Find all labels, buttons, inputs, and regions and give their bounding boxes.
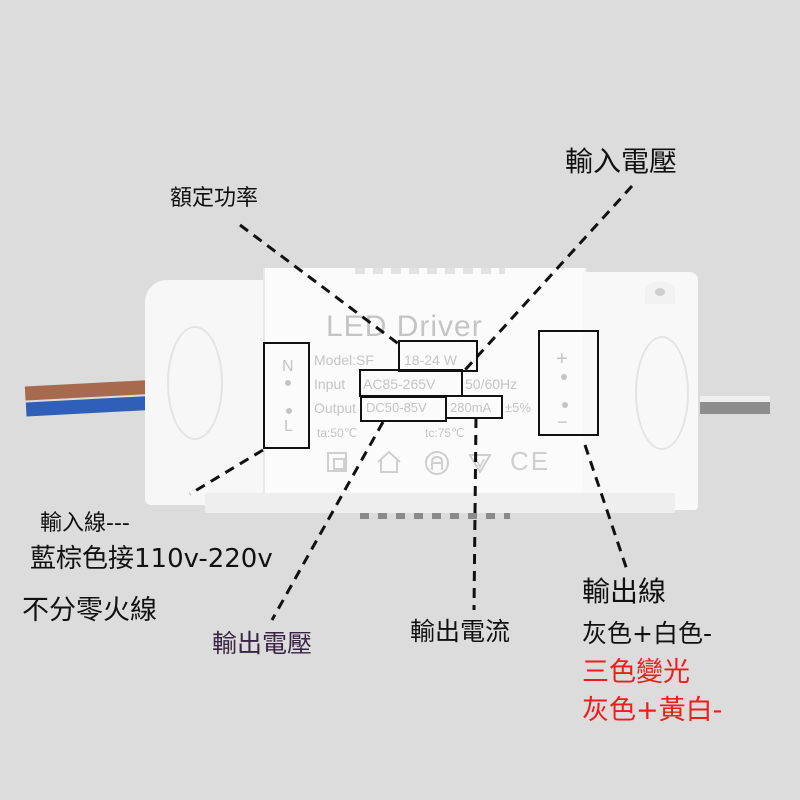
- fw-mark-icon: [468, 454, 492, 474]
- output-wire-gray: [700, 402, 770, 414]
- input-line-desc-2: 不分零火線: [22, 595, 157, 626]
- output-wire-white: [700, 396, 770, 402]
- terminal-plus: +: [556, 348, 568, 370]
- input-value: AC85-265V: [363, 376, 436, 392]
- output-tolerance: ±5%: [505, 400, 531, 415]
- output-voltage-annotation: 輸出電壓: [212, 629, 313, 658]
- ta-rating: ta:50℃: [317, 426, 358, 440]
- terminal-n-dot: [285, 380, 291, 386]
- output-current-leader: [472, 417, 478, 611]
- top-vents: [355, 268, 505, 274]
- output-voltage-leader: [270, 421, 385, 621]
- model-value: 18-24 W: [404, 352, 457, 368]
- input-voltage-annotation: 輸入電壓: [565, 145, 678, 178]
- product-name: LED Driver: [326, 310, 483, 343]
- f-mark-icon: [425, 451, 449, 475]
- output-line-desc-2: 三色變光: [582, 657, 690, 688]
- mounting-hole: [655, 288, 665, 296]
- rated-power-leader: [239, 223, 401, 347]
- input-line-leader: [189, 448, 264, 496]
- highlight-output-current: [445, 395, 503, 419]
- output-line-desc-1: 灰色+白色-: [582, 619, 712, 648]
- output-voltage-value: DC50-85V: [366, 400, 427, 415]
- input-prefix: Input: [314, 376, 346, 392]
- terminal-l-dot: [286, 408, 292, 414]
- input-voltage-leader: [463, 184, 634, 372]
- model-prefix: Model:SF: [314, 352, 374, 368]
- terminal-plus-dot: [561, 374, 567, 380]
- terminal-minus: −: [557, 412, 568, 432]
- terminal-l: L: [284, 418, 293, 435]
- input-line-annotation: 輸入線---: [40, 511, 130, 536]
- output-prefix: Output: [314, 400, 357, 416]
- indoor-use-icon: [377, 450, 401, 473]
- ce-mark: CE: [510, 446, 551, 476]
- input-frequency: 50/60Hz: [465, 376, 518, 392]
- output-current-value: 280mA: [450, 400, 492, 415]
- left-screw-oval: [167, 326, 223, 440]
- terminal-minus-dot: [562, 402, 568, 408]
- center-panel: [263, 268, 587, 513]
- output-line-desc-3: 灰色+黃白-: [582, 695, 723, 726]
- double-insulation-icon: [327, 452, 347, 472]
- output-line-leader: [583, 444, 629, 571]
- terminal-n: N: [282, 358, 294, 375]
- led-driver-body: [145, 268, 700, 519]
- input-line-desc-1: 藍棕色接110v-220v: [30, 544, 273, 574]
- highlight-input-terminals: [263, 342, 310, 449]
- output-line-annotation: 輸出線: [582, 575, 667, 608]
- bottom-base: [205, 493, 675, 513]
- right-screw-oval: [635, 336, 689, 450]
- rated-power-annotation: 額定功率: [170, 186, 259, 211]
- output-current-annotation: 輸出電流: [410, 617, 511, 646]
- tc-rating: tc:75℃: [425, 426, 465, 440]
- bottom-vents: [360, 513, 510, 519]
- highlight-output-terminals: [538, 330, 599, 436]
